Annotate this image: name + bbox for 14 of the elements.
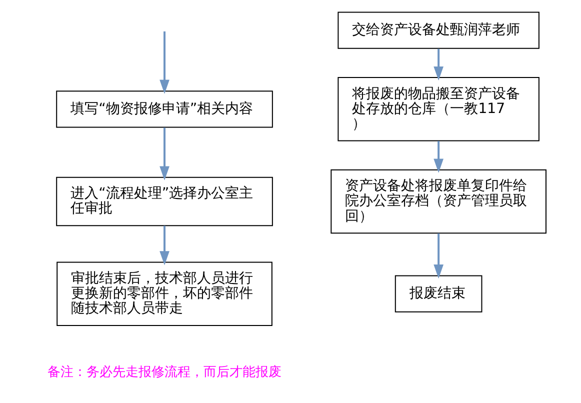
arrow bbox=[434, 48, 444, 81]
arrow bbox=[434, 140, 444, 173]
node-box: 将报废的物品搬至资产设备处存放的仓库（一教117） bbox=[338, 77, 540, 142]
node-box: 进入“流程处理”选择办公室主任审批 bbox=[56, 176, 273, 226]
arrow bbox=[160, 31, 170, 94]
node-box: 审批结束后，技术部人员进行更换新的零部件，坏的零部件随技术部人员带走 bbox=[56, 262, 272, 326]
node-box: 交给资产设备处甄润萍老师 bbox=[338, 12, 540, 49]
node-box: 资产设备处将报废单复印件给院办公室存档（资产管理员取回） bbox=[330, 169, 546, 234]
arrow bbox=[160, 128, 170, 180]
arrow bbox=[160, 226, 170, 266]
label: 备注：务必先走报修流程，而后才能报废 bbox=[48, 365, 282, 380]
node-box: 报废结束 bbox=[394, 275, 482, 312]
node-box: 填写“物资报修申请”相关内容 bbox=[56, 90, 273, 128]
arrow bbox=[434, 233, 444, 279]
